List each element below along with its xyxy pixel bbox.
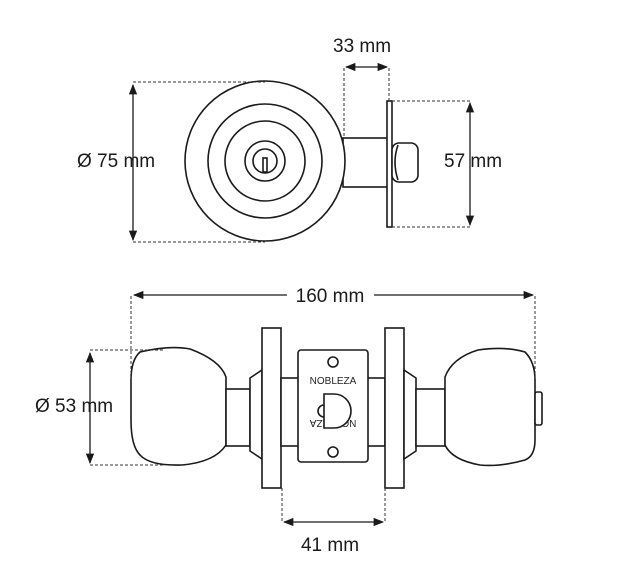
left-neck	[225, 388, 251, 447]
latch-hole	[323, 393, 352, 429]
length-160-label: 160 mm	[296, 286, 365, 307]
top-dimensions: Ø 75 mm 33 mm 57 mm	[77, 36, 502, 243]
right-neck	[415, 388, 446, 447]
key-slot	[262, 157, 268, 173]
keyhole-icon	[252, 148, 278, 174]
latch-bolt	[391, 142, 419, 183]
top-view-lock	[184, 80, 419, 242]
screw-hole-top	[327, 356, 339, 368]
left-taper	[249, 368, 263, 461]
door-thickness-41-label: 41 mm	[301, 535, 359, 556]
screw-hole-bottom	[327, 446, 339, 458]
right-knob	[444, 347, 536, 467]
brand-text: NOBLEZA	[310, 376, 357, 387]
faceplate-57-label: 57 mm	[444, 151, 502, 172]
right-rose	[384, 327, 405, 489]
right-taper	[403, 368, 417, 461]
cylinder-ring	[244, 140, 286, 182]
front-dimensions: 160 mm Ø 53 mm 41 mm	[35, 286, 536, 556]
rose-outer	[184, 80, 346, 242]
push-button	[534, 391, 543, 426]
knob-ring	[224, 120, 306, 202]
rose-ring	[207, 103, 323, 219]
front-view-lock: NOBLEZA NOBLEZA	[130, 327, 543, 489]
backset-33-label: 33 mm	[333, 36, 391, 57]
left-knob	[130, 346, 227, 466]
left-rose	[261, 327, 282, 489]
latch-cylinder	[342, 137, 389, 188]
diameter-75-label: Ø 75 mm	[77, 151, 155, 172]
knob-diameter-53-label: Ø 53 mm	[35, 396, 113, 417]
